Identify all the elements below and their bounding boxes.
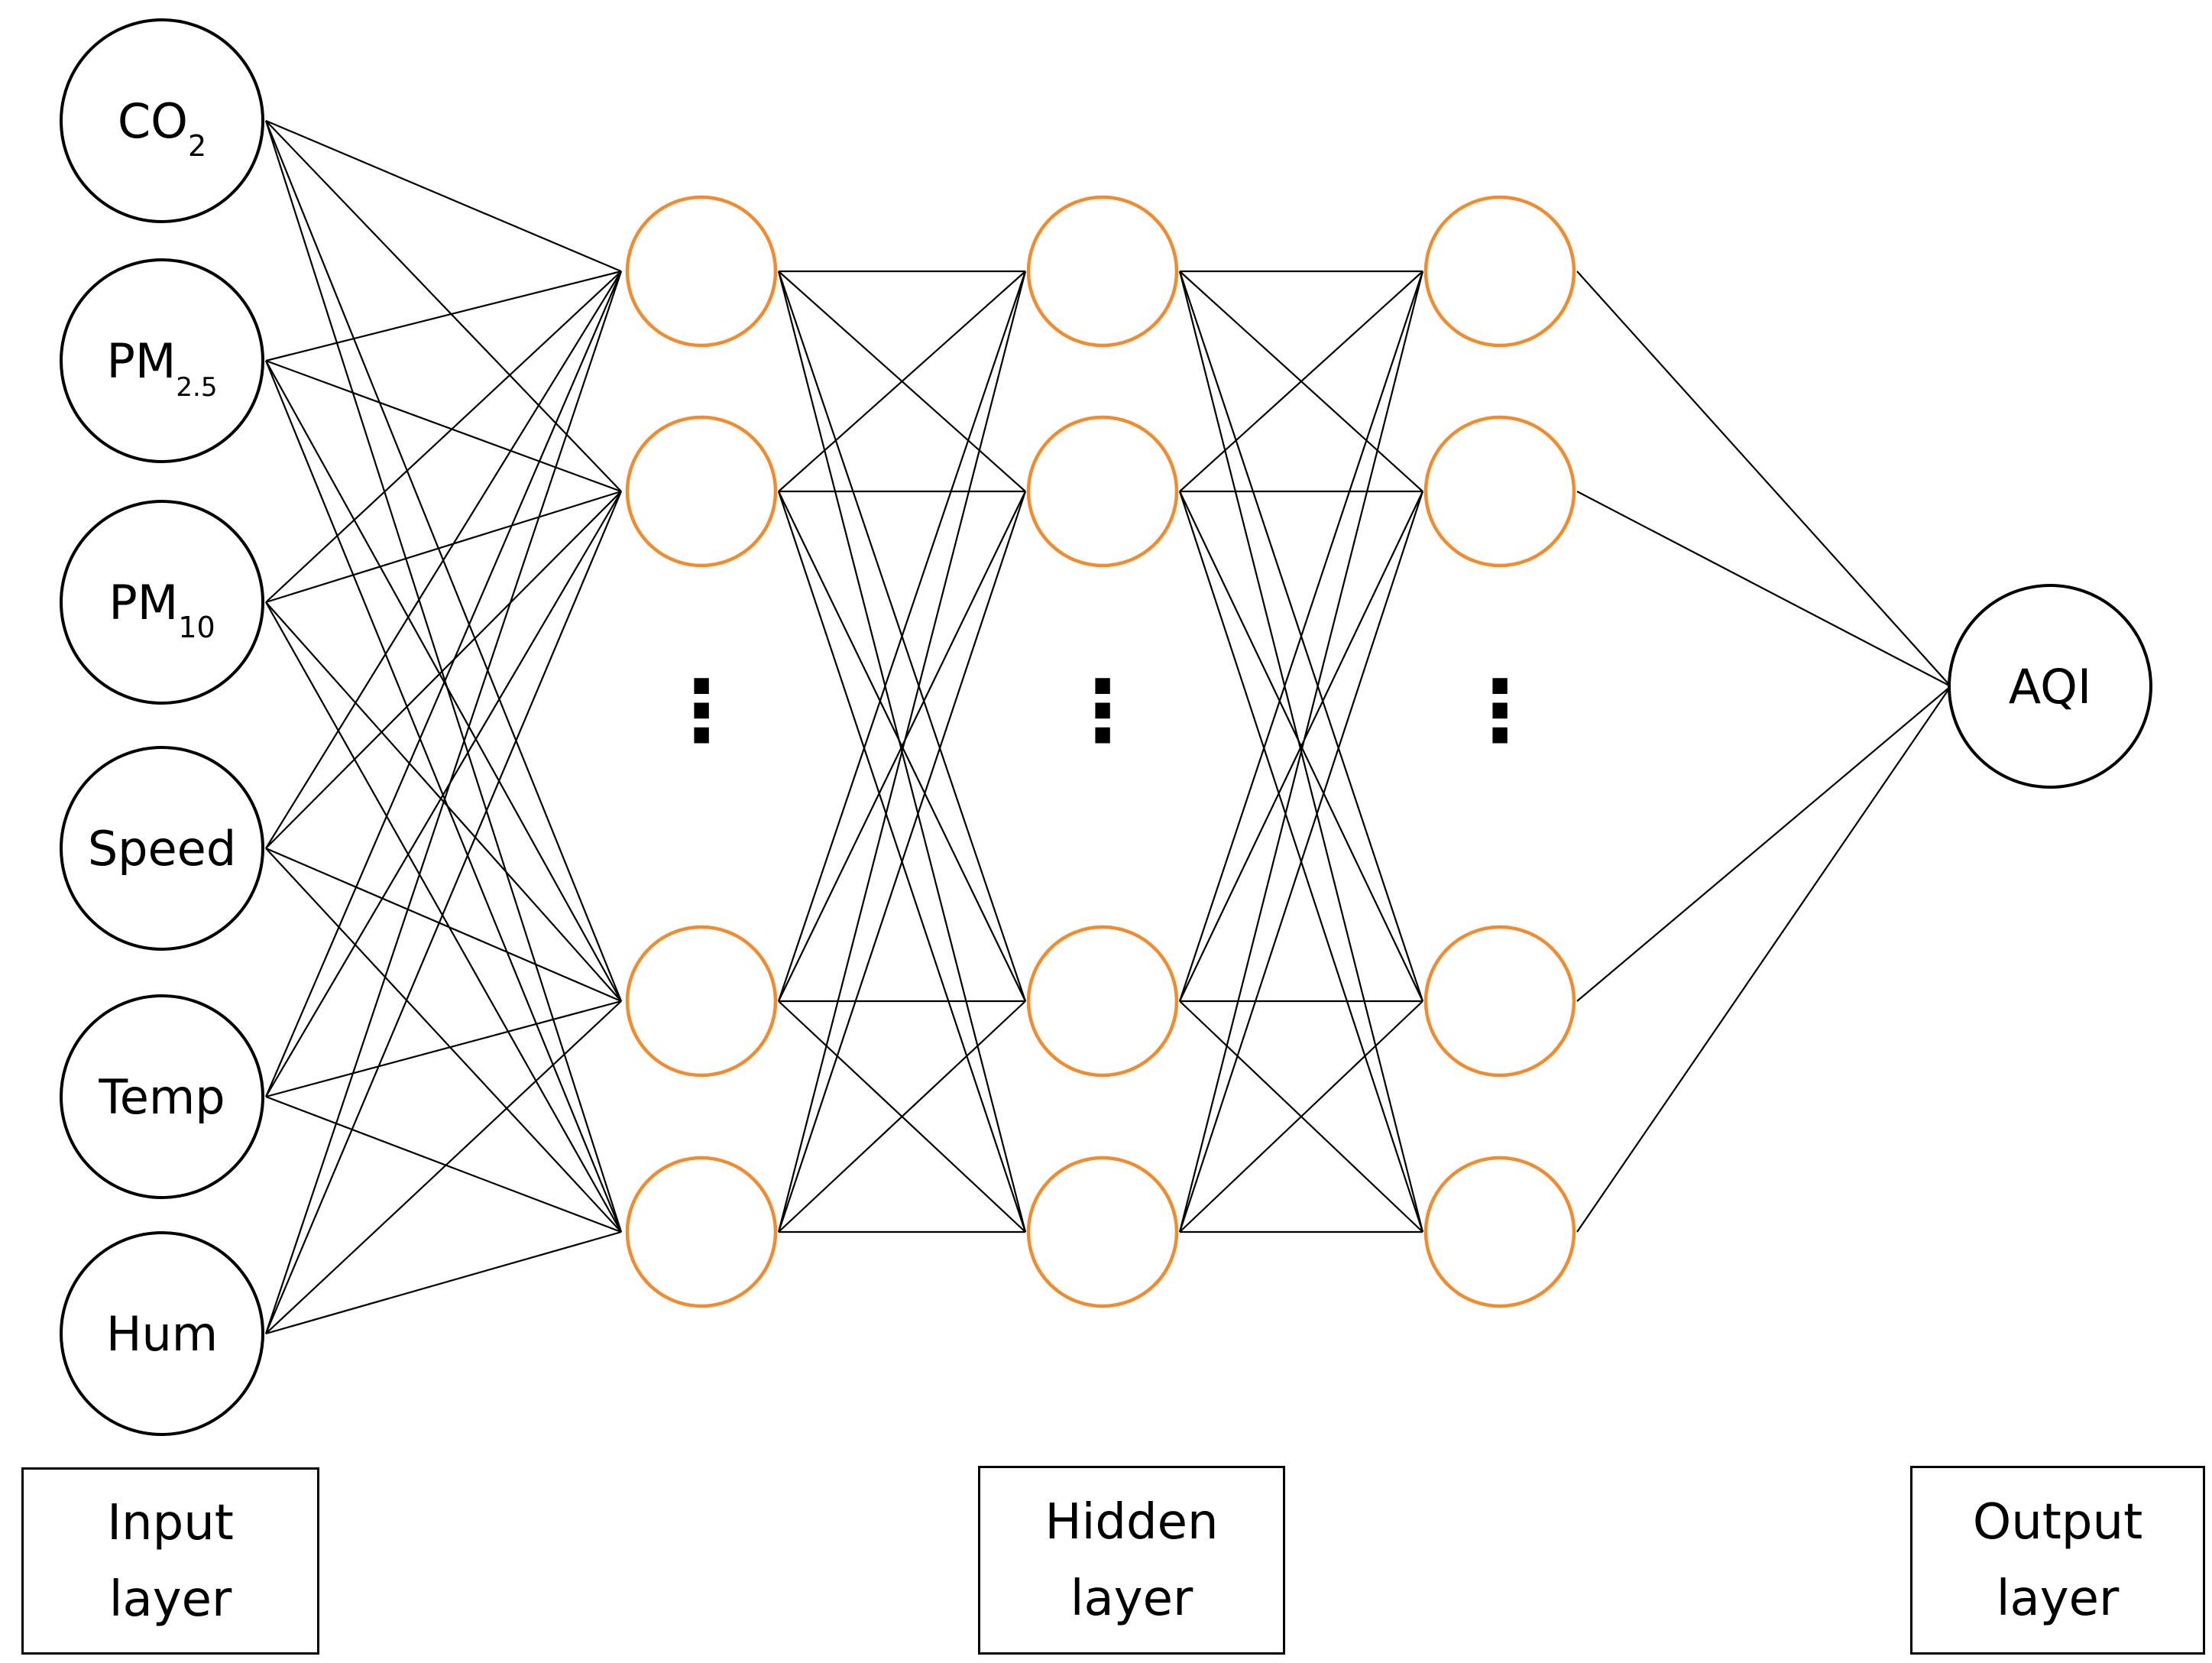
hidden-layer-1-node (625, 195, 778, 348)
hidden-layer-2-node (1026, 415, 1179, 568)
edge-h1-3-to-h2-2 (778, 1000, 1026, 1233)
hidden-layer-3-ellipsis: ⋮ (1458, 662, 1542, 760)
input-node-circle (60, 1231, 264, 1436)
edge-input-3-to-h1-0 (265, 271, 622, 849)
hidden-layer-3-node (1423, 1156, 1576, 1308)
output-node-label: AQI (2009, 659, 2091, 715)
input-node-circle (60, 746, 264, 951)
edge-h1-3-to-h2-0 (777, 271, 1027, 1233)
input-caption-line-2: layer (108, 1571, 232, 1628)
hidden-layer-3-node (1423, 415, 1576, 568)
input-node-subscript: 10 (178, 611, 215, 644)
edge-input-0-to-h1-0 (265, 119, 622, 273)
edge-input-4-to-h1-2 (265, 1000, 622, 1098)
edge-h1-2-to-h2-0 (777, 271, 1027, 1002)
edge-input-4-to-h1-1 (265, 491, 622, 1097)
hidden-layer-1-ellipsis: ⋮ (659, 662, 743, 760)
input-node-circle (60, 994, 264, 1199)
input-node-circle (60, 18, 264, 223)
input-node-label: CO2 (118, 93, 206, 163)
hidden-layer-1-node (625, 925, 778, 1078)
edge-input-4-to-h1-3 (265, 1095, 622, 1233)
edge-h2-3-to-h3-2 (1179, 1000, 1423, 1233)
hidden-caption-line-1: Hidden (1044, 1493, 1219, 1551)
input-node-subscript: 2.5 (176, 372, 217, 403)
output-caption-line-1: Output (1972, 1493, 2143, 1551)
edge-h2-2-to-h3-1 (1179, 491, 1423, 1002)
hidden-layer-1-node (625, 1156, 778, 1308)
hidden-layer-1-node (625, 415, 778, 568)
edge-input-3-to-h1-3 (265, 848, 622, 1233)
edge-input-5-to-h1-3 (265, 1230, 622, 1335)
edge-input-3-to-h1-1 (265, 491, 622, 849)
input-node-label: Speed (88, 821, 236, 877)
hidden-layer-3-node (1423, 195, 1576, 348)
input-node-circle (60, 500, 264, 705)
hidden-layer-3-node (1423, 925, 1576, 1078)
connection-edges (264, 119, 1951, 1335)
input-node-label: PM10 (108, 575, 215, 644)
hidden-layer-caption: Hidden layer (978, 1466, 1285, 1655)
input-caption-line-1: Input (107, 1494, 234, 1551)
edge-h2-2-to-h3-0 (1178, 271, 1424, 1002)
edge-input-2-to-h1-1 (265, 490, 622, 604)
hidden-layer-2-node (1026, 925, 1179, 1078)
hidden-caption-line-2: layer (1070, 1570, 1193, 1627)
edge-input-1-to-h1-1 (265, 359, 622, 493)
edge-h3-1-to-output (1576, 491, 1951, 687)
input-node-subscript: 2 (188, 129, 206, 163)
edge-input-0-to-h1-3 (264, 120, 623, 1233)
edge-input-5-to-h1-2 (265, 1000, 622, 1334)
edge-input-1-to-h1-0 (265, 270, 622, 362)
edge-input-0-to-h1-1 (265, 120, 622, 492)
edge-h1-2-to-h2-1 (778, 491, 1026, 1002)
input-node-circle (60, 258, 264, 463)
hidden-layer-2-node (1026, 1156, 1179, 1308)
edge-input-2-to-h1-3 (265, 601, 622, 1233)
edge-h2-1-to-h3-0 (1179, 271, 1423, 492)
edge-input-3-to-h1-2 (265, 847, 622, 1003)
input-layer-caption: Input layer (21, 1467, 319, 1655)
input-node-label: PM2.5 (107, 333, 218, 403)
input-node-label: Hum (106, 1306, 218, 1362)
hidden-layer-2-ellipsis: ⋮ (1061, 662, 1145, 760)
output-node-circle (1948, 584, 2152, 789)
edge-input-1-to-h1-3 (264, 360, 623, 1233)
edge-input-4-to-h1-0 (264, 271, 623, 1097)
edge-input-1-to-h1-2 (265, 360, 622, 1002)
edge-h1-1-to-h2-0 (778, 271, 1026, 492)
edge-h3-0-to-output (1576, 271, 1951, 687)
edge-input-5-to-h1-1 (264, 491, 623, 1334)
edge-h1-3-to-h2-1 (777, 491, 1027, 1233)
edge-input-2-to-h1-0 (265, 271, 622, 603)
input-node-label: Temp (98, 1069, 225, 1125)
edge-input-5-to-h1-0 (264, 271, 623, 1334)
edge-h2-3-to-h3-0 (1178, 271, 1424, 1233)
edge-h3-3-to-output (1576, 686, 1951, 1233)
hidden-layer-2-node (1026, 195, 1179, 348)
output-layer-caption: Output layer (1910, 1466, 2205, 1655)
edge-h3-2-to-output (1576, 686, 1951, 1002)
output-caption-line-2: layer (1996, 1570, 2120, 1627)
edge-h2-3-to-h3-1 (1178, 491, 1424, 1233)
